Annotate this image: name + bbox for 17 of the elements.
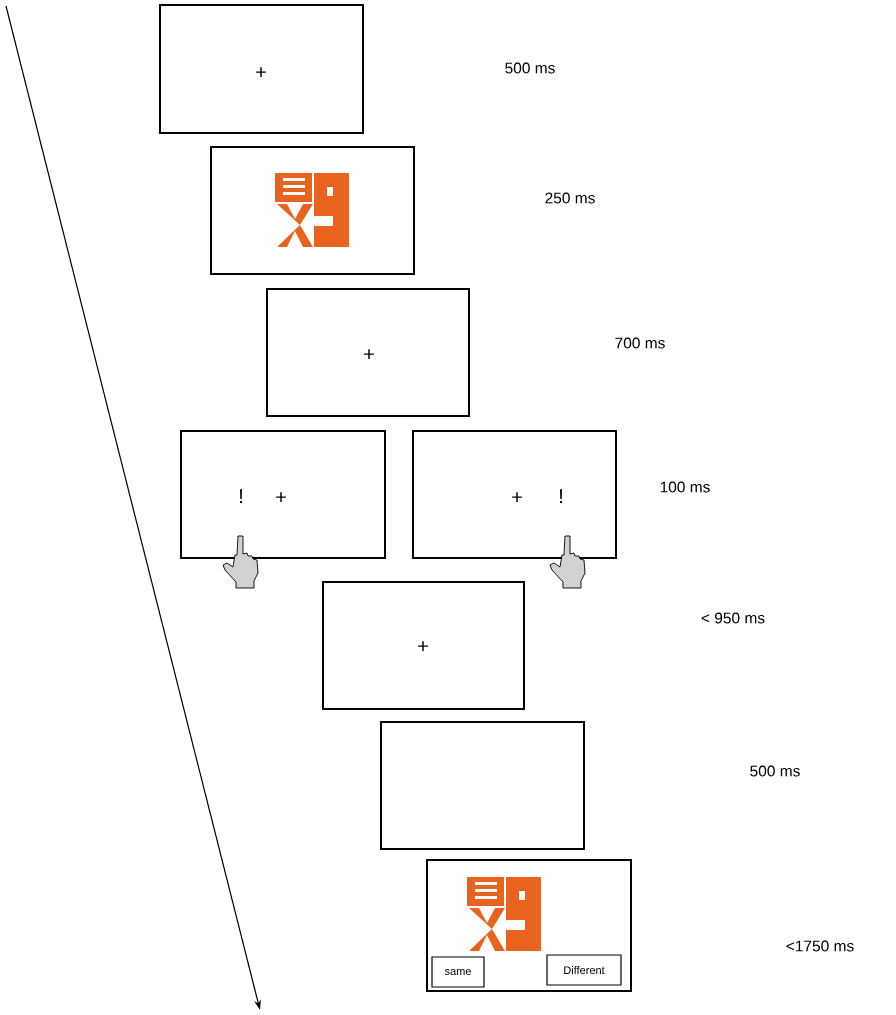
duration-label: < 950 ms [701,612,765,624]
symbol-text: + [276,492,286,502]
duration-label: 250 ms [545,192,595,204]
duration-label: 500 ms [505,62,555,74]
symbol-text: + [256,67,266,77]
response-button: same [431,956,485,988]
symbol-text: + [364,349,374,359]
symbol-text: + [418,641,428,651]
duration-label: 500 ms [750,765,800,777]
duration-label: 100 ms [660,481,710,493]
symbol-text: + [512,492,522,502]
symbol-text: ! [560,489,562,503]
duration-label: 700 ms [615,337,665,349]
response-button: Different [546,954,622,986]
symbol-text: ! [240,489,242,503]
duration-label: <1750 ms [786,940,854,952]
screen-frame [380,721,585,850]
